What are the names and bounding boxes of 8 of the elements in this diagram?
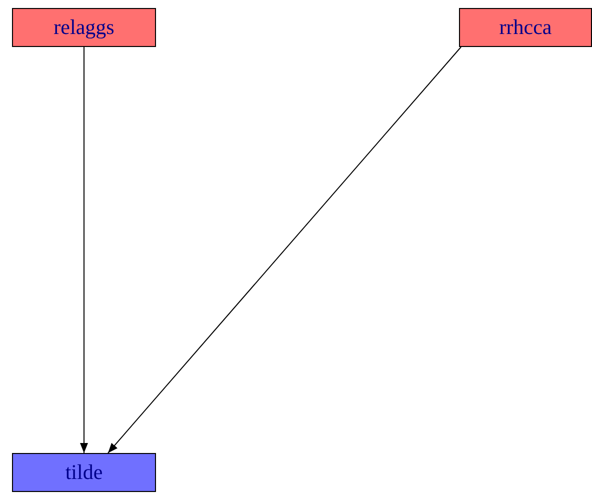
process-box [459, 8, 592, 47]
node-label: rrhcca [499, 15, 552, 40]
node-label: relaggs [54, 15, 114, 40]
process-box [12, 8, 156, 47]
process-box [12, 453, 156, 492]
arrow [108, 46, 462, 454]
node-label: tilde [65, 460, 103, 485]
arrow [80, 46, 88, 454]
